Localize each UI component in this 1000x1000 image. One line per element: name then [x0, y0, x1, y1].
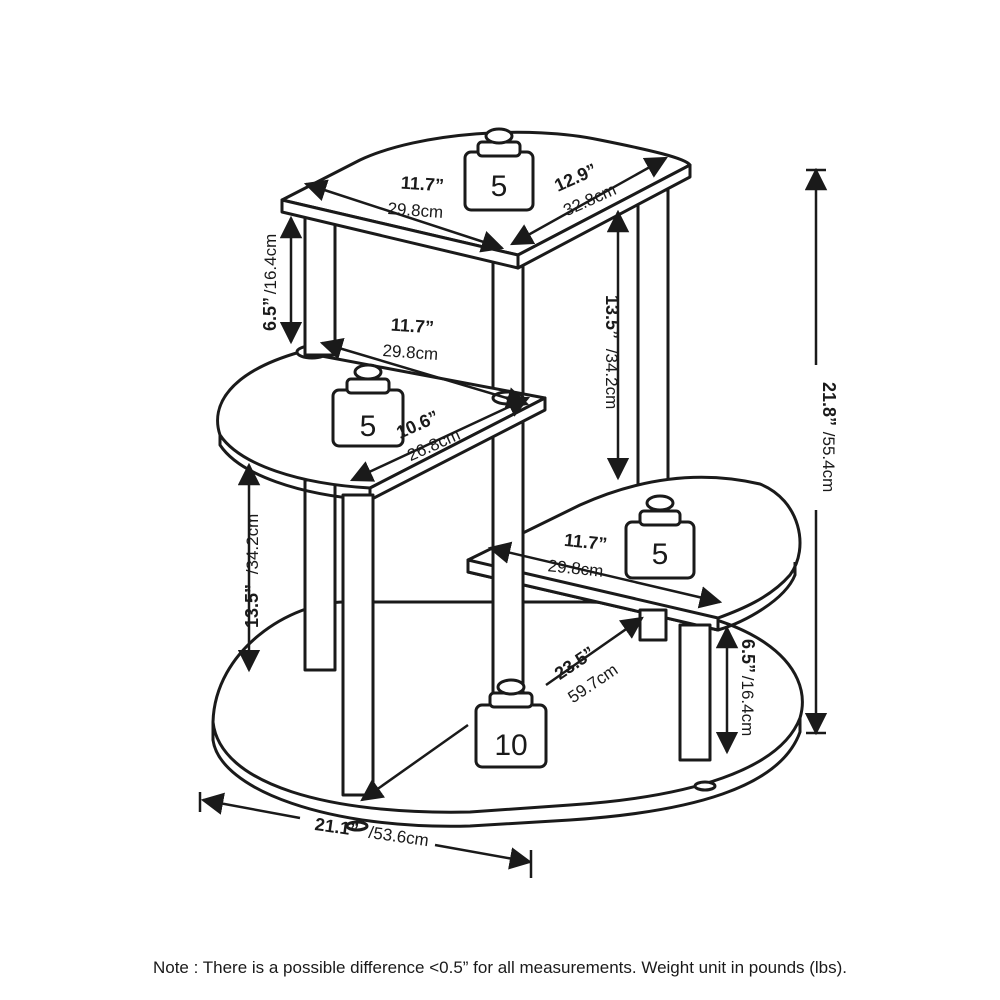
post-middle-back-left: [303, 478, 337, 672]
post-top-back-left: [303, 213, 337, 357]
post-back-right: [636, 188, 670, 502]
dim-top-width-cm: 29.8cm: [387, 199, 444, 222]
dim-base-depth-line-b: [545, 616, 644, 687]
post-right-front: [678, 623, 712, 762]
dim-low-width-line: [487, 541, 723, 609]
dim-right-height-in: 13.5”: [602, 295, 622, 339]
dim-total-height-cm: /55.4cm: [819, 432, 838, 492]
dim-top-width-line: [303, 179, 505, 253]
dim-low-width-in: 11.7”: [563, 530, 608, 554]
dim-total-width-line-b: [434, 843, 533, 870]
post-middle-front: [341, 493, 375, 797]
dim-right-height-cm: /34.2cm: [602, 349, 621, 409]
dim-mid-depth-line: [349, 396, 531, 482]
dim-top-width-in: 11.7”: [400, 173, 444, 196]
dim-top-depth-line: [510, 156, 668, 246]
dim-total-width-line-a: [200, 792, 301, 820]
dim-total-height-in: 21.8”: [819, 382, 839, 426]
dim-mid-width-line: [319, 337, 530, 410]
weight-bottom-label: 10: [494, 729, 527, 762]
weight-bottom-10: [474, 678, 548, 769]
dim-top-gap-in: 6.5”: [260, 297, 280, 331]
measurement-note: Note : There is a possible difference <0…: [152, 958, 848, 977]
dim-mid-width-cm: 29.8cm: [382, 341, 439, 364]
dim-low-gap-cm: /16.4cm: [738, 676, 757, 736]
dim-low-gap-in: 6.5”: [738, 639, 758, 673]
dim-top-gap-cm: /16.4cm: [261, 234, 280, 294]
weight-top-label: 5: [491, 170, 508, 203]
dim-mid-height-in: 13.5”: [242, 584, 262, 628]
dim-mid-height-cm: /34.2cm: [243, 514, 262, 574]
weight-right-label: 5: [652, 538, 669, 571]
post-center-tall: [491, 253, 525, 717]
post-right-back: [638, 608, 668, 642]
dim-mid-width-in: 11.7”: [390, 315, 434, 338]
weight-middle-label: 5: [360, 410, 377, 443]
dim-base-depth-line-a: [360, 723, 469, 802]
